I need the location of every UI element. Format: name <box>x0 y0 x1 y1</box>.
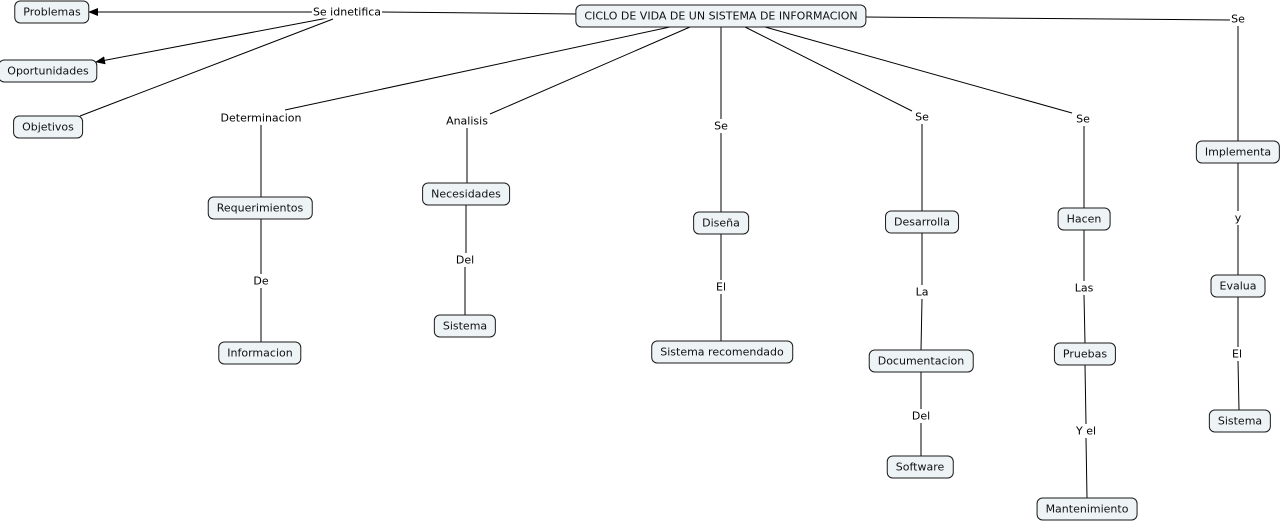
concept-evalua[interactable]: Evalua <box>1210 274 1266 298</box>
concept-software[interactable]: Software <box>886 455 954 479</box>
link-de[interactable]: De <box>252 274 270 288</box>
concept-hacen[interactable]: Hacen <box>1057 207 1111 231</box>
link-las[interactable]: Las <box>1073 281 1095 295</box>
link-del-software[interactable]: Del <box>910 409 932 423</box>
concept-main[interactable]: CICLO DE VIDA DE UN SISTEMA DE INFORMACI… <box>575 4 867 28</box>
concept-informacion[interactable]: Informacion <box>218 341 302 365</box>
link-y-el[interactable]: Y el <box>1074 424 1098 438</box>
concept-sistema-recomendado[interactable]: Sistema recomendado <box>651 340 793 364</box>
concept-pruebas[interactable]: Pruebas <box>1053 342 1117 366</box>
link-del-sistema[interactable]: Del <box>454 253 476 267</box>
concept-desarrolla[interactable]: Desarrolla <box>885 210 959 234</box>
link-se-disena[interactable]: Se <box>713 119 729 133</box>
link-y[interactable]: y <box>1233 211 1243 225</box>
link-se-implementa[interactable]: Se <box>1230 12 1246 26</box>
concept-objetivos[interactable]: Objetivos <box>13 115 83 139</box>
concept-disena[interactable]: Diseña <box>693 211 749 235</box>
concept-mantenimiento[interactable]: Mantenimiento <box>1036 497 1138 521</box>
concept-implementa[interactable]: Implementa <box>1195 140 1280 164</box>
link-determinacion[interactable]: Determinacion <box>219 111 303 125</box>
link-analisis[interactable]: Analisis <box>445 114 489 128</box>
concept-sistema-final[interactable]: Sistema <box>1208 409 1272 433</box>
link-se-desarrolla[interactable]: Se <box>914 110 930 124</box>
link-el-final[interactable]: El <box>1230 347 1244 361</box>
concept-requerimientos[interactable]: Requerimientos <box>207 196 313 220</box>
link-se-hacen[interactable]: Se <box>1075 112 1091 126</box>
link-la[interactable]: La <box>914 285 930 299</box>
concept-problemas[interactable]: Problemas <box>14 0 90 24</box>
concept-documentacion[interactable]: Documentacion <box>868 349 974 373</box>
link-se-identifica[interactable]: Se idnetifica <box>311 5 383 19</box>
concept-necesidades[interactable]: Necesidades <box>422 182 510 206</box>
concept-oportunidades[interactable]: Oportunidades <box>0 59 98 83</box>
concept-sistema[interactable]: Sistema <box>433 314 497 338</box>
link-el-sistema[interactable]: El <box>714 280 728 294</box>
